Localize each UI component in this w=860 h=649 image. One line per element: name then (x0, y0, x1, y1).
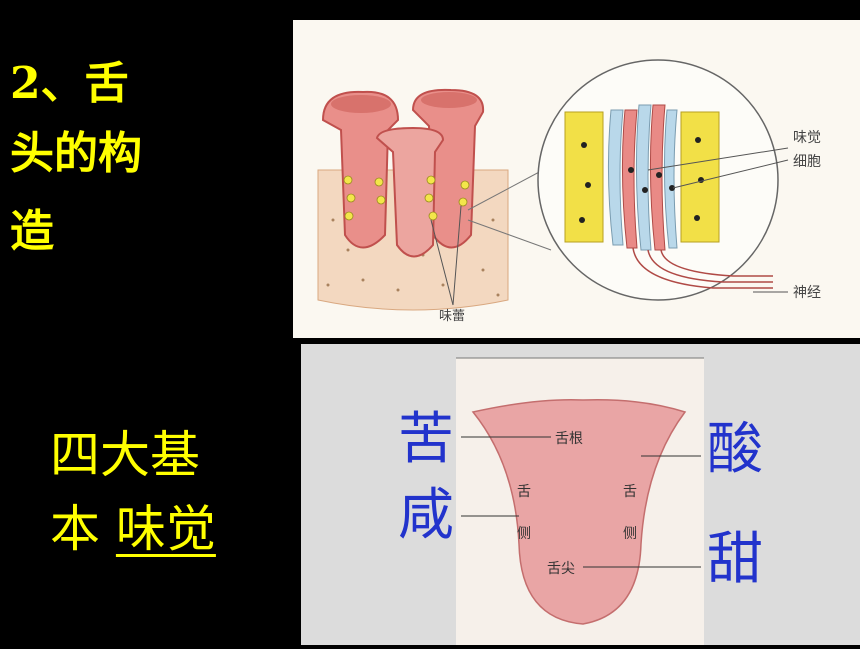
label-tip: 舌尖 (547, 561, 575, 577)
subheading-line-2: 本 味觉 (50, 500, 216, 558)
nerve-label: 神经 (793, 285, 821, 301)
supporting-tissue-left (564, 111, 604, 243)
zoom-line-top (467, 169, 544, 211)
label-side-left-2: 侧 (517, 526, 531, 542)
supporting-tissue-right (680, 111, 720, 243)
taste-cells (607, 104, 678, 251)
subheading-prefix: 本 (50, 500, 116, 558)
taste-cell-label-1: 味觉 (793, 130, 821, 146)
taste-sour: 酸 (707, 417, 763, 482)
taste-cell-pointer-2 (672, 159, 789, 189)
tongue-structure-figure: 味蕾 味觉 细胞 神经 (317, 59, 821, 324)
label-side-right-1: 舌 (623, 484, 637, 500)
taste-bud-pointer-1 (430, 219, 454, 306)
nerve-fiber-2 (647, 249, 773, 283)
nerve-fiber-3 (660, 249, 773, 277)
heading-line-3: 造 (10, 206, 54, 257)
nerve-fiber-1 (632, 247, 773, 289)
taste-sweet: 甜 (707, 527, 763, 592)
label-root: 舌根 (555, 431, 583, 447)
taste-bud-dots (343, 175, 470, 221)
taste-bud-label: 味蕾 (439, 309, 465, 324)
cell-nuclei (579, 137, 704, 223)
taste-bud-pointer-2 (452, 205, 462, 306)
zoom-line-bottom (467, 219, 552, 251)
heading-line-2: 头的构 (10, 128, 142, 179)
label-side-left-1: 舌 (517, 484, 531, 500)
heading-line-1: 2、舌 (10, 58, 129, 109)
tongue-map-figure: 舌根 舌 侧 舌 侧 舌尖 (456, 357, 704, 645)
papilla-center (375, 126, 445, 258)
subheading-line-1: 四大基 (50, 426, 200, 484)
papilla-left-top (331, 95, 391, 113)
label-side-right-2: 侧 (623, 526, 637, 542)
taste-cell-pointer-1 (647, 147, 789, 171)
papilla-right-top (421, 92, 477, 108)
tongue-shape (471, 399, 687, 625)
tongue-map-diagram: 舌根 舌 侧 舌 侧 舌尖 (301, 344, 860, 645)
papilla-left (321, 90, 400, 249)
subheading-underlined: 味觉 (115, 500, 216, 558)
tongue-structure-diagram: 味蕾 味觉 细胞 神经 (293, 20, 860, 338)
taste-bitter: 苦 (398, 407, 454, 472)
taste-cell-label-2: 细胞 (793, 154, 821, 170)
taste-salty: 咸 (398, 483, 454, 548)
